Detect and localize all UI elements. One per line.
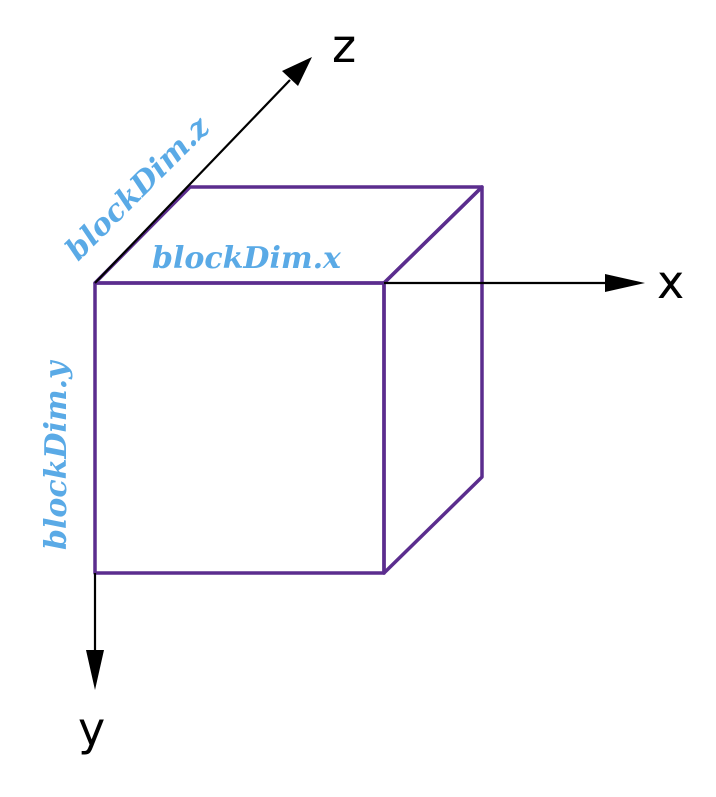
y-axis-label: y: [78, 702, 105, 756]
cube-right-face: [382, 185, 484, 575]
x-axis-label: x: [657, 255, 684, 309]
dimension-label-y: blockDim.y: [39, 359, 74, 550]
y-axis-arrowhead: [86, 650, 104, 690]
axes: [86, 57, 645, 690]
cube: [93, 185, 484, 575]
dimension-label-x: blockDim.x: [152, 241, 342, 276]
z-axis: [94, 79, 291, 284]
z-axis-arrowhead: [282, 57, 312, 86]
x-axis-arrowhead: [605, 274, 645, 292]
cube-front-face: [93, 281, 386, 575]
z-axis-label: z: [332, 19, 356, 73]
